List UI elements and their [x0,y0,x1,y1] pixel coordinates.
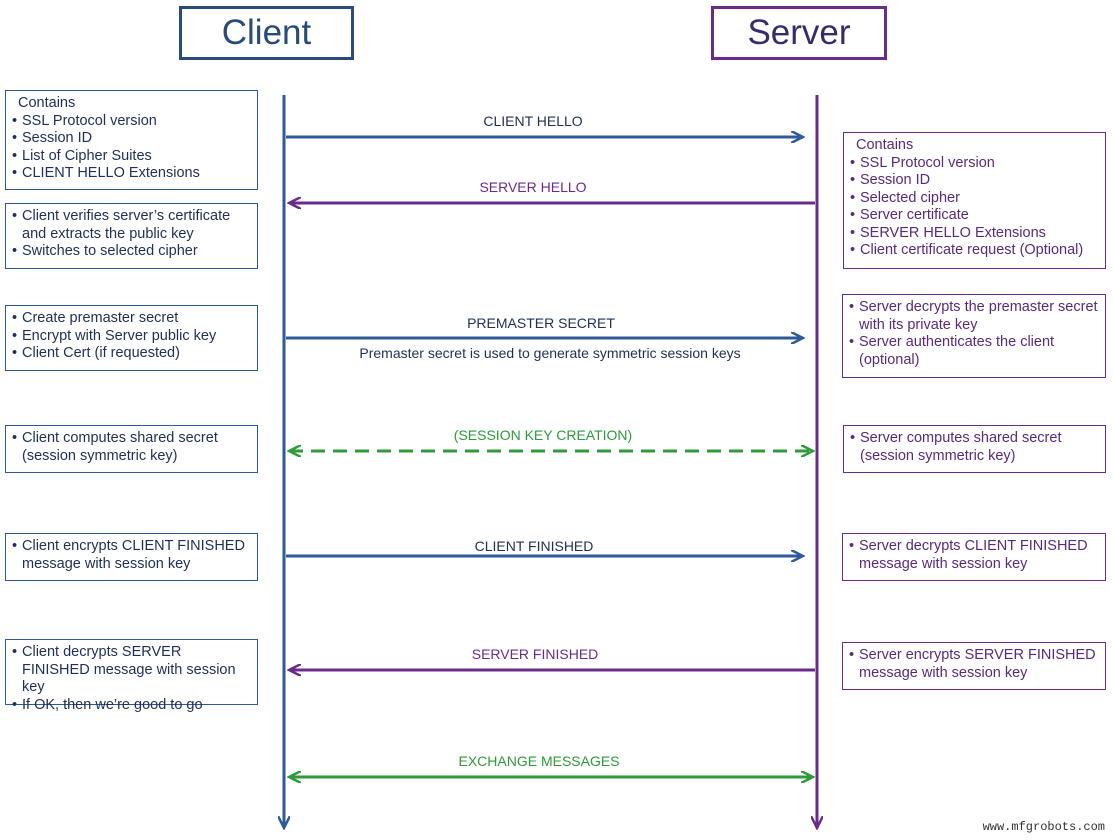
note-item: Create premaster secret [12,310,251,328]
note-item: Server computes shared secret (session s… [850,430,1099,465]
note-item: If OK, then we’re good to go [12,697,251,715]
note-item: SSL Protocol version [850,155,1099,173]
note-item: Client verifies server’s certificate and… [12,208,251,243]
client-session-note: Client computes shared secret (session s… [5,425,258,473]
watermark: www.mfgrobots.com [982,820,1105,834]
client-premaster-note: Create premaster secret Encrypt with Ser… [5,305,258,371]
client-hello-label: CLIENT HELLO [483,113,583,129]
server-hello-note: Contains SSL Protocol version Session ID… [843,132,1106,269]
note-item: Server decrypts CLIENT FINISHED message … [849,538,1099,573]
client-verify-note: Client verifies server’s certificate and… [5,203,258,269]
server-actor: Server [711,6,887,60]
note-heading: Contains [18,95,76,111]
server-session-note: Server computes shared secret (session s… [843,425,1106,473]
exchange-messages-label: EXCHANGE MESSAGES [458,753,620,769]
client-finished-note: Client encrypts CLIENT FINISHED message … [5,533,258,581]
server-finished-label: SERVER FINISHED [471,646,599,662]
note-item: SSL Protocol version [12,113,251,131]
note-item: Switches to selected cipher [12,243,251,261]
note-item: Client decrypts SERVER FINISHED message … [12,644,251,697]
note-item: Session ID [12,130,251,148]
premaster-secret-label: PREMASTER SECRET [467,315,615,331]
client-hello-note: Contains SSL Protocol version Session ID… [5,90,258,190]
premaster-note: Premaster secret is used to generate sym… [359,345,741,361]
server-hello-label: SERVER HELLO [479,179,587,195]
note-item: Client encrypts CLIENT FINISHED message … [12,538,251,573]
client-server-finished-note: Client decrypts SERVER FINISHED message … [5,639,258,714]
note-item: Server authenticates the client (optiona… [849,334,1099,369]
note-item: Server certificate [850,207,1099,225]
server-premaster-note: Server decrypts the premaster secret wit… [842,294,1106,378]
note-heading: Contains [856,137,914,153]
note-item: Client computes shared secret (session s… [12,430,251,465]
note-item: Client certificate request (Optional) [850,242,1099,260]
client-actor: Client [179,6,354,60]
note-item: Session ID [850,172,1099,190]
note-item: Server encrypts SERVER FINISHED message … [849,647,1099,682]
note-item: Client Cert (if requested) [12,345,251,363]
server-server-finished-note: Server encrypts SERVER FINISHED message … [842,642,1106,690]
server-client-finished-note: Server decrypts CLIENT FINISHED message … [842,533,1106,581]
note-item: SERVER HELLO Extensions [850,225,1099,243]
note-item: CLIENT HELLO Extensions [12,165,251,183]
client-finished-label: CLIENT FINISHED [474,538,594,554]
note-item: Server decrypts the premaster secret wit… [849,299,1099,334]
note-item: Encrypt with Server public key [12,328,251,346]
session-key-creation-label: (SESSION KEY CREATION) [453,427,633,443]
note-item: Selected cipher [850,190,1099,208]
note-item: List of Cipher Suites [12,148,251,166]
